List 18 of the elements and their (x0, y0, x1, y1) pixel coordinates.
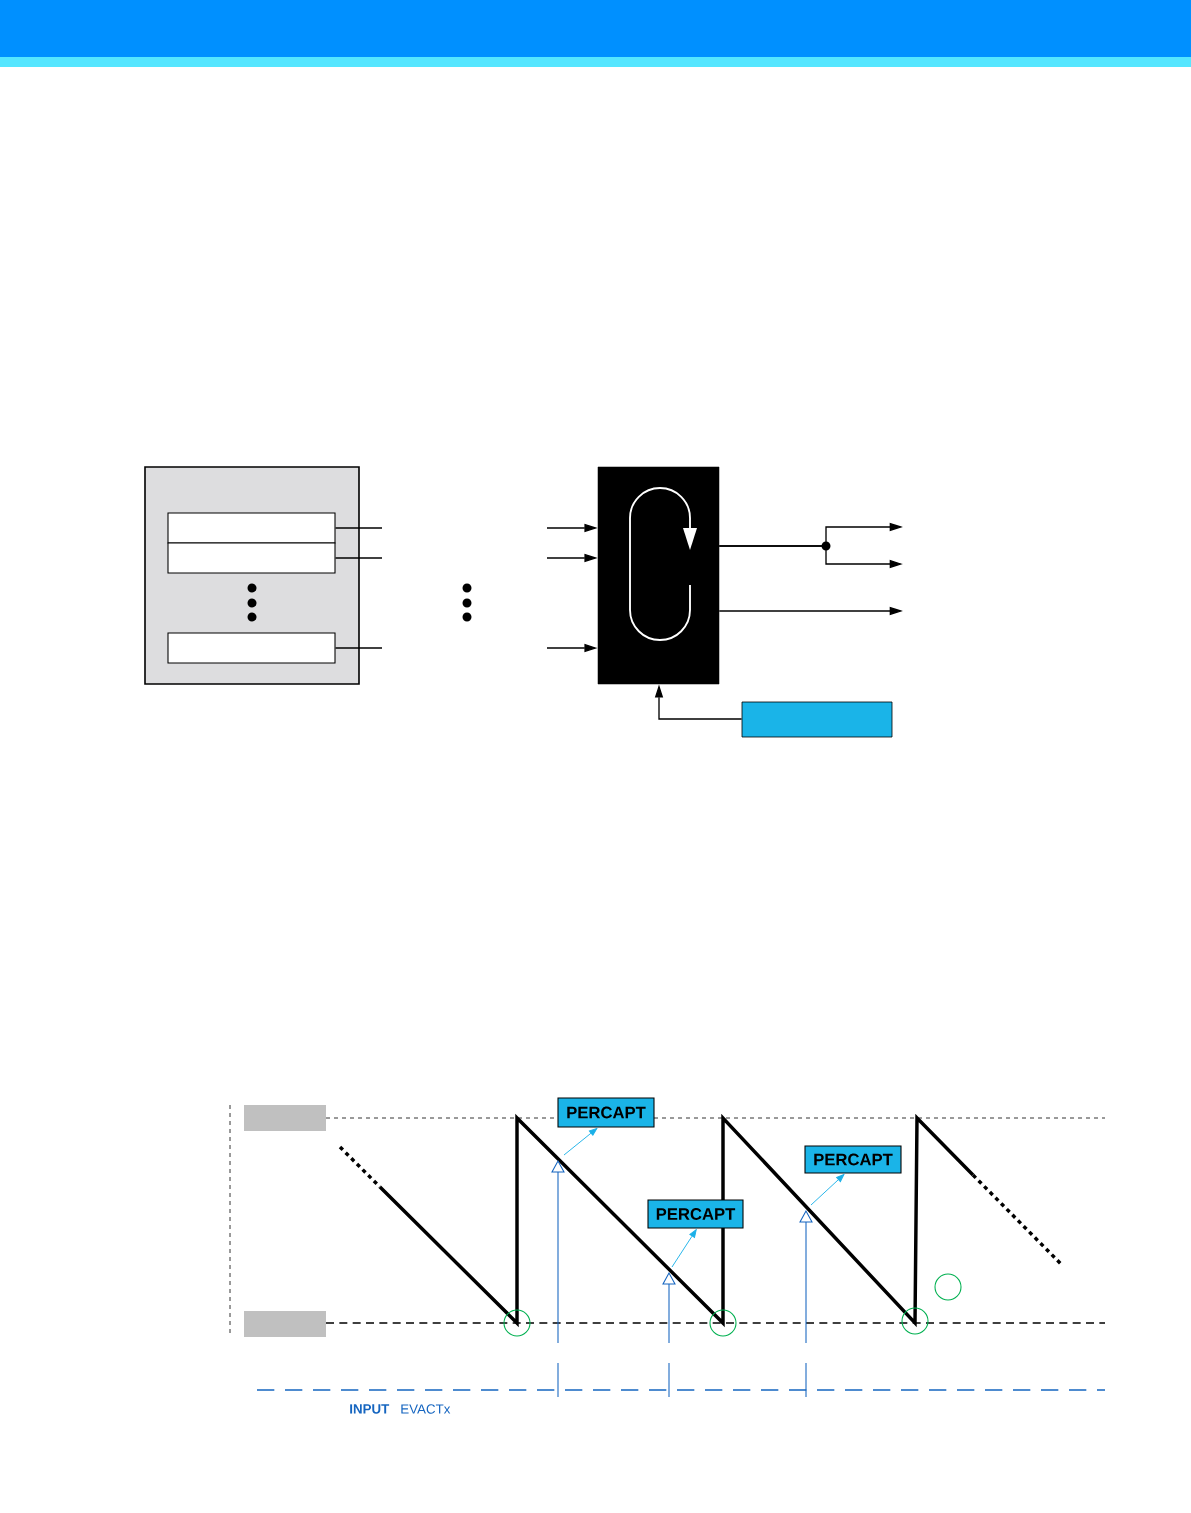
event-label: PERCAPT (804, 1145, 902, 1174)
leader-arrow (810, 1174, 845, 1206)
leader-arrow (671, 1229, 697, 1268)
register-box (167, 632, 336, 664)
signal-line (334, 527, 383, 529)
limit-tag (244, 1311, 326, 1337)
leader-arrow (563, 1127, 598, 1156)
signal-label: INPUT (350, 1404, 390, 1414)
signal-line (334, 647, 383, 649)
signal-label: EVACTx (401, 1404, 451, 1414)
block-box (597, 466, 720, 685)
register-box (167, 542, 336, 574)
limit-tag (244, 1105, 326, 1131)
event-label: PERCAPT (647, 1199, 744, 1229)
event-label: PERCAPT (557, 1097, 655, 1128)
signal-line (334, 557, 383, 559)
register-box (167, 512, 336, 544)
control-box (741, 701, 893, 738)
